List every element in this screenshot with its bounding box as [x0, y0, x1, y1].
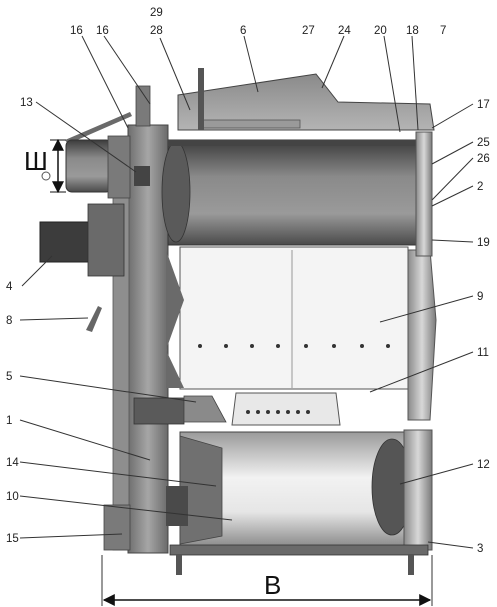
callout-10: 10	[6, 491, 19, 503]
callout-3: 3	[477, 543, 483, 555]
callout-12: 12	[477, 459, 490, 471]
front-column	[127, 124, 169, 554]
callout-16-left: 16	[70, 25, 83, 37]
left-foot	[176, 555, 182, 575]
leader-lines	[19, 35, 474, 549]
width-dimension-label: B	[264, 570, 281, 600]
burner-plate	[231, 392, 341, 426]
callout-7: 7	[440, 25, 446, 37]
base-rail	[169, 544, 429, 556]
callout-29: 29	[150, 7, 163, 19]
callout-27: 27	[302, 25, 315, 37]
burner-feed-pipe	[133, 397, 185, 425]
callout-18: 18	[406, 25, 419, 37]
handle-lever	[86, 306, 102, 332]
fan-motor-housing	[65, 139, 113, 193]
callout-16-right: 16	[96, 25, 109, 37]
callout-25: 25	[477, 137, 490, 149]
callout-15: 15	[6, 533, 19, 545]
callout-24: 24	[338, 25, 351, 37]
top-plate	[199, 119, 301, 129]
upper-cylinder-flange	[161, 141, 191, 243]
left-baffle	[166, 250, 184, 388]
callout-20: 20	[374, 25, 387, 37]
callout-9: 9	[477, 291, 483, 303]
callout-13: 13	[20, 97, 33, 109]
burner-holes	[246, 410, 310, 414]
callout-1: 1	[6, 415, 12, 427]
callout-labels: 29 28 16 16 6 27 24 20 18 7 17 13 25 26 …	[6, 7, 490, 555]
boiler-body	[39, 68, 437, 575]
column-cap	[135, 85, 151, 127]
fan-motor-flange	[107, 135, 131, 199]
callout-19: 19	[477, 237, 490, 249]
height-dimension-label: Ш	[24, 146, 48, 176]
top-cover	[177, 73, 435, 131]
callout-14: 14	[6, 457, 19, 469]
right-jacket-top	[415, 131, 433, 257]
callout-4: 4	[6, 281, 13, 293]
callout-2: 2	[477, 181, 483, 193]
callout-26: 26	[477, 153, 490, 165]
burner-motor	[39, 221, 91, 263]
callout-17: 17	[477, 99, 490, 111]
combustion-chamber	[179, 246, 409, 390]
door-knob	[134, 166, 150, 186]
upper-cylinder-rim	[168, 140, 418, 146]
callout-8: 8	[6, 315, 12, 327]
callout-6: 6	[240, 25, 246, 37]
bottom-left-box	[103, 504, 131, 551]
diagonal-lever	[65, 112, 132, 144]
right-foot	[408, 555, 414, 575]
right-panel	[407, 249, 437, 421]
grate-dots	[198, 344, 390, 348]
upper-cylinder	[167, 139, 419, 246]
lower-left-flange	[166, 486, 188, 526]
callout-11: 11	[477, 347, 489, 359]
fan-hub-icon	[41, 171, 51, 181]
burner-motor-flange	[87, 203, 125, 277]
callout-5: 5	[6, 371, 12, 383]
vertical-rod	[198, 68, 204, 130]
burner-wedge	[183, 395, 227, 423]
height-dimension: Ш	[24, 138, 66, 194]
width-dimension: B	[101, 555, 433, 606]
lower-right-panel	[403, 429, 433, 551]
callout-28: 28	[150, 25, 163, 37]
left-strip	[112, 139, 130, 551]
